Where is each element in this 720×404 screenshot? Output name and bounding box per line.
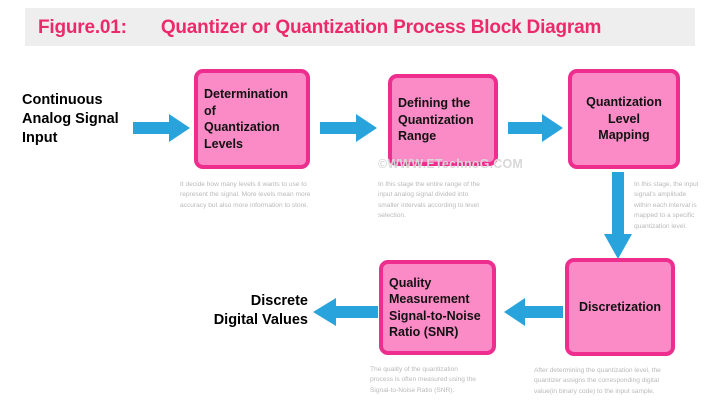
block-quality-measurement-snr[interactable]: Quality Measurement Signal-to-Noise Rati… <box>379 260 496 355</box>
output-label: Discrete Digital Values <box>213 293 308 328</box>
caption-quality-measurement-snr: The quality of the quantization process … <box>370 366 476 394</box>
caption-determination-of-quantization-levels: It decide how many levels it wants to us… <box>180 181 311 209</box>
input-label: Continuous Analog Signal Input <box>22 92 119 146</box>
page-title: Quantizer or Quantization Process Block … <box>160 17 602 38</box>
block-label: Quantization Level Mapping <box>586 95 662 143</box>
block-quantization-level-mapping[interactable]: Quantization Level Mapping <box>568 69 680 169</box>
arrow-block5-to-output <box>312 297 378 327</box>
block-label: Discretization <box>579 299 661 314</box>
figure-title-row: Figure.01: Quantizer or Quantization Pro… <box>38 13 698 43</box>
caption-discretization: After determining the quantization level… <box>534 367 661 395</box>
block-label: Determination of Quantization Levels <box>204 87 289 151</box>
figure-label: Figure.01: <box>38 17 127 38</box>
arrow-block3-to-block4 <box>603 172 633 260</box>
caption-defining-the-quantization-range: In this stage the entire range of the in… <box>378 181 480 220</box>
block-label: Defining the Quantization Range <box>398 96 474 144</box>
block-discretization[interactable]: Discretization <box>565 258 675 356</box>
arrow-block1-to-block2 <box>320 113 378 143</box>
block-label: Quality Measurement Signal-to-Noise Rati… <box>389 275 481 340</box>
block-defining-the-quantization-range[interactable]: Defining the Quantization Range <box>388 74 498 166</box>
block-determination-of-quantization-levels[interactable]: Determination of Quantization Levels <box>194 69 310 169</box>
arrow-block4-to-block5 <box>503 297 563 327</box>
arrow-block2-to-block3 <box>508 113 564 143</box>
title-background-band <box>25 8 695 46</box>
arrow-input-to-block1 <box>133 113 191 143</box>
caption-quantization-level-mapping: In this stage, the input signal's amplit… <box>634 181 699 230</box>
